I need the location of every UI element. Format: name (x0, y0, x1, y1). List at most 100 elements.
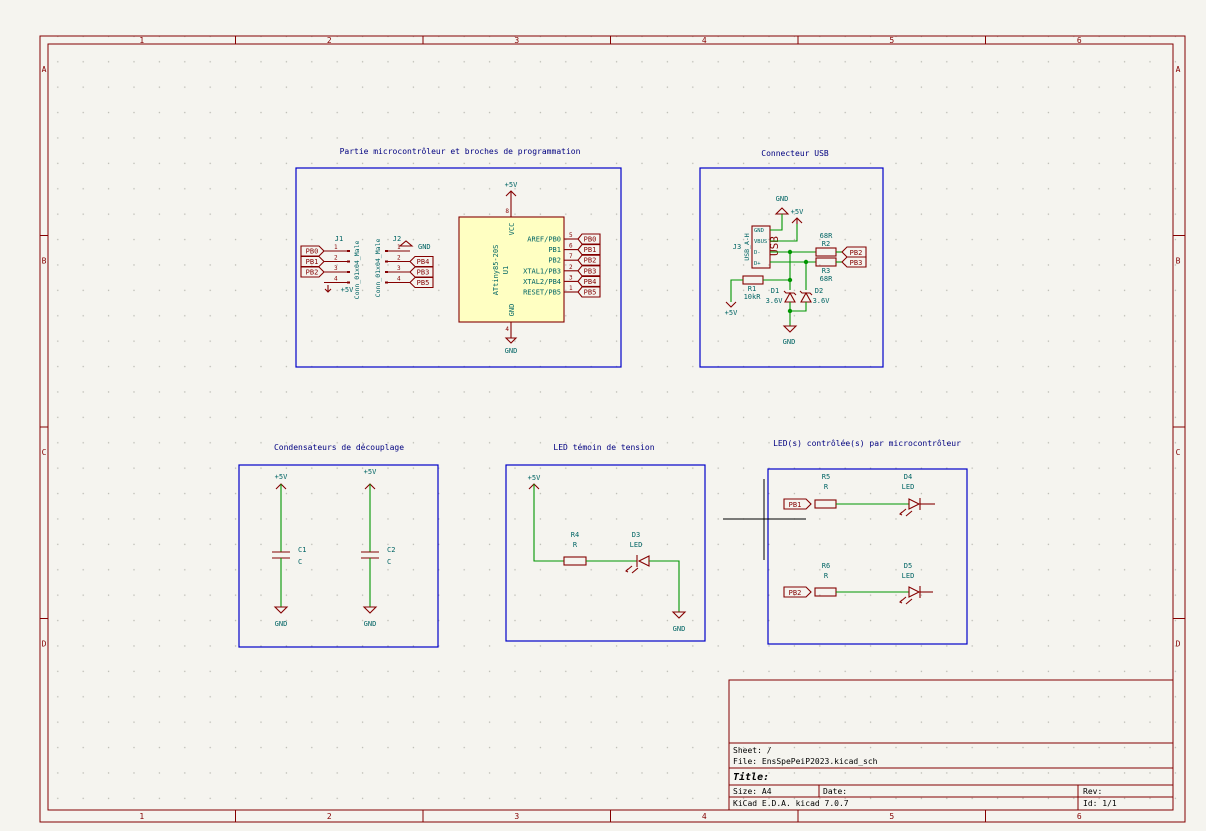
power-led-gnd-label: GND (673, 625, 686, 633)
tb-size: Size: A4 (733, 787, 772, 796)
j1-value: Conn_01x04_Male (353, 241, 361, 300)
j2-net-label (409, 266, 434, 278)
r2-value: 68R (820, 232, 833, 240)
j2-net-label (409, 276, 434, 289)
net-label-pb1: PB1 (789, 501, 802, 509)
usb-bottom-gnd-label: GND (783, 338, 796, 346)
tb-date: Date: (823, 787, 847, 796)
j3-ref: J3 (733, 243, 741, 251)
r4-value: R (573, 541, 578, 549)
j1-net-label (300, 245, 325, 257)
section-title-usb: Connecteur USB (761, 149, 829, 158)
j1-pin-number: 2 (334, 255, 338, 262)
d5-ref: D5 (904, 562, 912, 570)
section-decoupling: Condensateurs de découplage +5V GND C1 C… (238, 442, 439, 648)
led-row-pb2: PB2 R6 R D5 LED (783, 562, 933, 605)
j2-net-label (409, 255, 434, 268)
tb-file: File: EnsSpePeiP2023.kicad_sch (733, 757, 878, 766)
u1-pin-number: 1 (569, 285, 573, 292)
u1-pin-number: 7 (569, 253, 573, 260)
d5-led[interactable]: D5 LED (899, 562, 933, 605)
d1-ref: D1 (771, 287, 779, 295)
u1-gnd-label: GND (508, 304, 516, 317)
j2-gnd-label: GND (418, 243, 431, 251)
u1-net-label (577, 275, 601, 287)
u1-vcc-power-symbol: +5V (505, 181, 518, 200)
section-mcu-leds: LED(s) contrôlée(s) par microcontrôleur … (723, 438, 968, 645)
frame-col-label-top: 6 (1077, 36, 1082, 45)
u1-gnd-net-label: GND (505, 347, 518, 355)
j2-net-label-text: PB4 (417, 258, 430, 266)
j1-pin-number: 4 (334, 276, 338, 283)
j3-pin-name: D- (754, 250, 761, 256)
j2-pin-number: 2 (397, 255, 401, 262)
j2-pin-number: 3 (397, 265, 401, 272)
section-box-power-led (505, 464, 706, 642)
j2-net-label-text: PB3 (417, 269, 430, 277)
c2-capacitor[interactable]: +5V GND C2 C (361, 468, 395, 628)
frame-col-label-bottom: 2 (327, 812, 332, 821)
r1-resistor[interactable]: R1 10kR (730, 275, 790, 302)
u1-pin-name: PB2 (548, 257, 561, 265)
u1-net-label-text: PB5 (584, 289, 597, 297)
u1-value: ATtiny85-20S (492, 245, 500, 296)
r2-resistor[interactable]: 68R R2 (815, 232, 842, 257)
j1-net-label-text: PB0 (306, 248, 319, 256)
c1-value: C (298, 558, 302, 566)
u1-net-label-text: PB1 (584, 246, 597, 254)
u1-gnd-pin-number: 4 (505, 326, 509, 333)
u1-pin-name: XTAL1/PB3 (523, 267, 561, 275)
r1-value: 10kR (744, 293, 762, 301)
j3-pin-name: D+ (754, 261, 761, 267)
frame-col-label-top: 5 (889, 36, 894, 45)
u1-net-label (577, 244, 601, 256)
section-title-decoupling: Condensateurs de découplage (274, 442, 404, 452)
j2-pin-number: 4 (397, 276, 401, 283)
d2-value: 3.6V (813, 297, 831, 305)
frame-row-label-right: C (1176, 448, 1181, 457)
r4-ref: R4 (571, 531, 579, 539)
frame-row-label-right: D (1176, 639, 1181, 648)
d5-value: LED (902, 572, 915, 580)
r1-ref: R1 (748, 285, 756, 293)
u1-pin-number: 6 (569, 243, 573, 250)
tb-rev: Rev: (1083, 787, 1102, 796)
u1-gnd-power-symbol: GND (505, 337, 518, 355)
c2-value: C (387, 558, 391, 566)
u1-vcc-label: VCC (508, 223, 516, 236)
frame-row-label-left: A (42, 65, 47, 74)
usb-vcc-label: +5V (791, 208, 804, 216)
power-led-vcc-label: +5V (528, 474, 541, 482)
tb-tool: KiCad E.D.A. kicad 7.0.7 (733, 799, 849, 808)
c1-vcc-label: +5V (275, 473, 288, 481)
frame-col-label-top: 3 (514, 36, 519, 45)
frame-col-label-bottom: 4 (702, 812, 707, 821)
r3-resistor[interactable]: R3 68R (815, 257, 842, 283)
d4-led[interactable]: D4 LED (899, 473, 933, 517)
tb-sheet: Sheet: / (733, 746, 772, 755)
c1-capacitor[interactable]: +5V GND C1 C (272, 473, 306, 628)
r6-value: R (824, 572, 829, 580)
u1-pin-name: RESET/PB5 (523, 289, 561, 297)
r1-vcc-label: +5V (725, 309, 738, 317)
j2-net-label-text: PB5 (417, 279, 430, 287)
frame-col-label-bottom: 5 (889, 812, 894, 821)
title-block: Sheet: / File: EnsSpePeiP2023.kicad_sch … (728, 679, 1174, 811)
section-box-mcu-leds (767, 468, 968, 645)
frame-col-label-top: 4 (702, 36, 707, 45)
r5-ref: R5 (822, 473, 830, 481)
r3-value: 68R (820, 275, 833, 283)
usb-vcc-symbol: +5V (770, 208, 804, 242)
frame-row-label-right: B (1176, 256, 1181, 265)
u1-pin-name: PB1 (548, 246, 561, 254)
d2-ref: D2 (815, 287, 823, 295)
u1-pin-name: AREF/PB0 (527, 236, 561, 244)
section-box-decoupling (238, 464, 439, 648)
r3-ref: R3 (822, 267, 830, 275)
c2-ref: C2 (387, 546, 395, 554)
j1-net-label-text: PB1 (306, 258, 319, 266)
